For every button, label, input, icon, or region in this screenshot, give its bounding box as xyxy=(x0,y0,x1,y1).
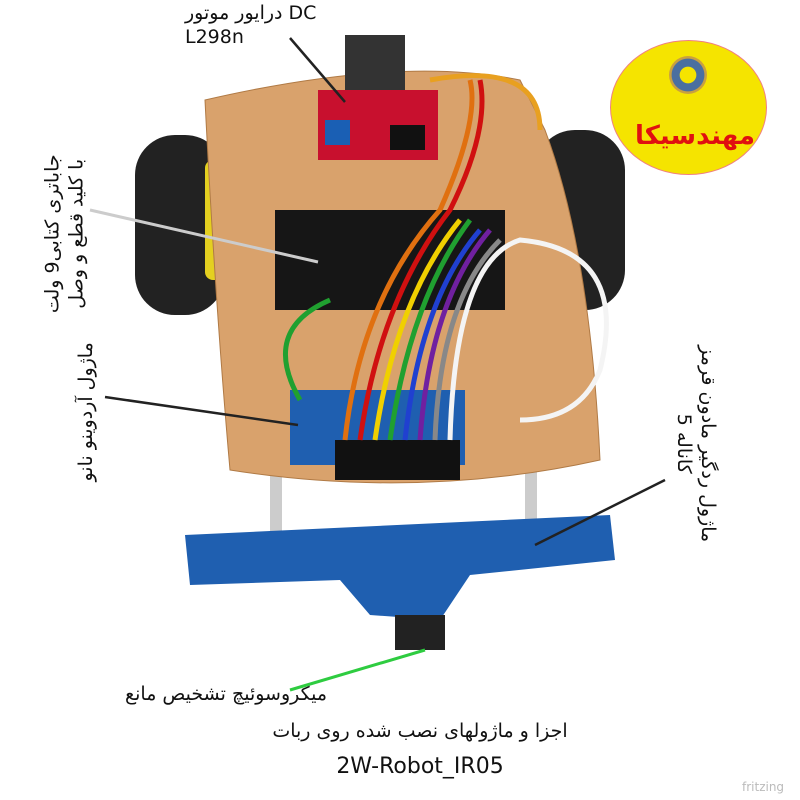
ir-sensor-label: ماژول ردگیر مادون قرمز 5 کاناله xyxy=(671,334,719,554)
arduino-label: ماژول آردوینو نانو xyxy=(75,342,98,482)
motor-driver-label-line2: L298n xyxy=(185,25,244,48)
logo-text: مهندسیکا xyxy=(635,121,755,151)
ir-sensor-board xyxy=(185,515,615,620)
caption-line1: اجزا و ماژولهای نصب شده روی ربات xyxy=(272,720,568,742)
battery-label-line1: جاباتری کتابی9 ولت xyxy=(41,154,64,314)
motor-driver-label: درایور موتور DC L298n xyxy=(185,2,316,50)
logo-emblem xyxy=(669,56,707,94)
caption-line2: 2W-Robot_IR05 xyxy=(336,754,504,779)
motor-driver-label-line1: درایور موتور DC xyxy=(185,2,317,24)
microswitch-label: میکروسوئیچ تشخیص مانع xyxy=(125,683,328,705)
ir-sensor-label-line2: 5 کاناله xyxy=(673,413,695,474)
ir-sensor-label-line1: ماژول ردگیر مادون قرمز xyxy=(696,345,719,543)
fritzing-watermark: fritzing xyxy=(742,780,785,794)
brand-logo: مهندسیکا xyxy=(610,40,767,175)
